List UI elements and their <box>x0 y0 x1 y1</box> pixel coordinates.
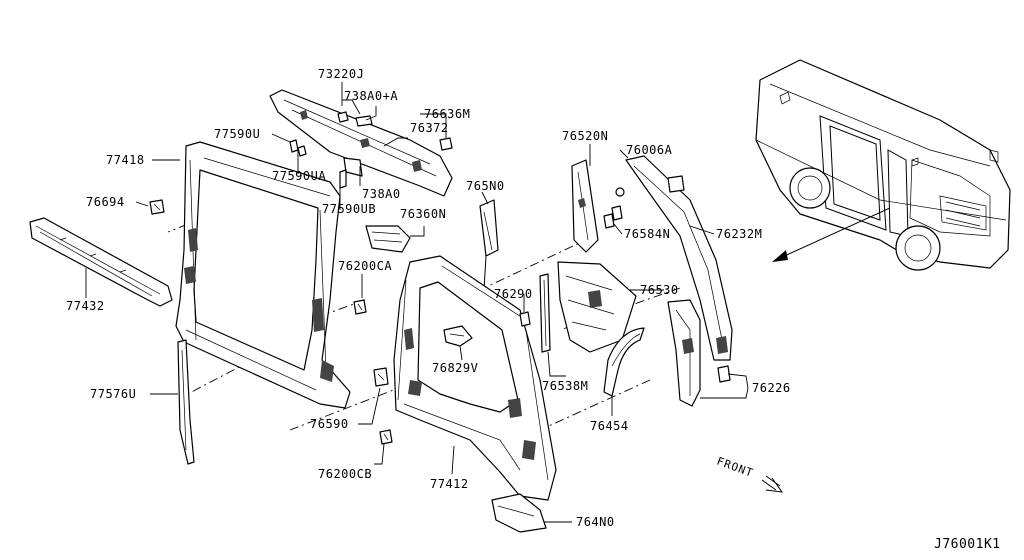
label-76584N: 76584N <box>624 227 670 241</box>
label-76590: 76590 <box>310 417 349 431</box>
front-label: FRONT <box>715 455 755 480</box>
label-76538M: 76538M <box>542 379 588 393</box>
pillar-inner-76226 <box>667 299 731 407</box>
side-frame-77418 <box>175 141 351 409</box>
bracket-76360N <box>365 225 411 253</box>
rear-pillar-76232M <box>625 155 733 361</box>
label-76006A: 76006A <box>626 143 673 157</box>
label-76829V: 76829V <box>432 361 478 375</box>
reference-code: J76001K1 <box>934 537 1001 552</box>
roof-side-rail-77432 <box>29 217 173 307</box>
front-arrow-icon <box>761 475 784 493</box>
wheelhouse-76454 <box>603 327 645 397</box>
leader-lines <box>85 82 749 523</box>
bracket-76829V <box>443 325 473 347</box>
clip-76200CB <box>379 429 393 445</box>
pillar-76520N <box>571 159 599 253</box>
panel-76530 <box>557 261 637 353</box>
label-77432: 77432 <box>66 299 105 313</box>
label-76636M: 76636M <box>424 107 470 121</box>
pillar-765N0 <box>479 199 499 291</box>
clip-76200CA <box>353 299 367 315</box>
label-76290: 76290 <box>494 287 533 301</box>
label-76372: 76372 <box>410 121 449 135</box>
label-77590U: 77590U <box>214 127 260 141</box>
label-77576U: 77576U <box>90 387 136 401</box>
label-76454: 76454 <box>590 419 629 433</box>
pillar-strip-77576U <box>177 339 195 465</box>
plate-76590 <box>373 367 389 387</box>
strip-76538M <box>539 273 551 353</box>
label-76520N: 76520N <box>562 129 608 143</box>
label-73220J: 73220J <box>318 67 364 81</box>
part-labels: 73220J 738A0+A 76636M 77590U 76372 77418… <box>66 67 791 529</box>
label-76232M: 76232M <box>716 227 762 241</box>
label-76530: 76530 <box>640 283 679 297</box>
clip-76694 <box>149 199 165 215</box>
label-76200CA: 76200CA <box>338 259 392 273</box>
label-738A0A: 738A0+A <box>344 89 398 103</box>
label-77590UB: 77590UB <box>322 202 376 216</box>
label-764N0: 764N0 <box>576 515 615 529</box>
label-76360N: 76360N <box>400 207 446 221</box>
body-side-outer-77412 <box>393 255 557 501</box>
roof-rail-76372 <box>269 89 453 197</box>
label-77418: 77418 <box>106 153 145 167</box>
label-76200CB: 76200CB <box>318 467 372 481</box>
label-77590UA: 77590UA <box>272 169 326 183</box>
bracket-764N0 <box>491 493 547 533</box>
label-76694: 76694 <box>86 195 125 209</box>
label-77412: 77412 <box>430 477 469 491</box>
label-76226: 76226 <box>752 381 791 395</box>
van-illustration <box>755 59 1011 271</box>
bolt-76584N <box>603 187 625 229</box>
label-738A0: 738A0 <box>362 187 401 201</box>
bracket-76290 <box>519 311 531 327</box>
label-765N0: 765N0 <box>466 179 505 193</box>
